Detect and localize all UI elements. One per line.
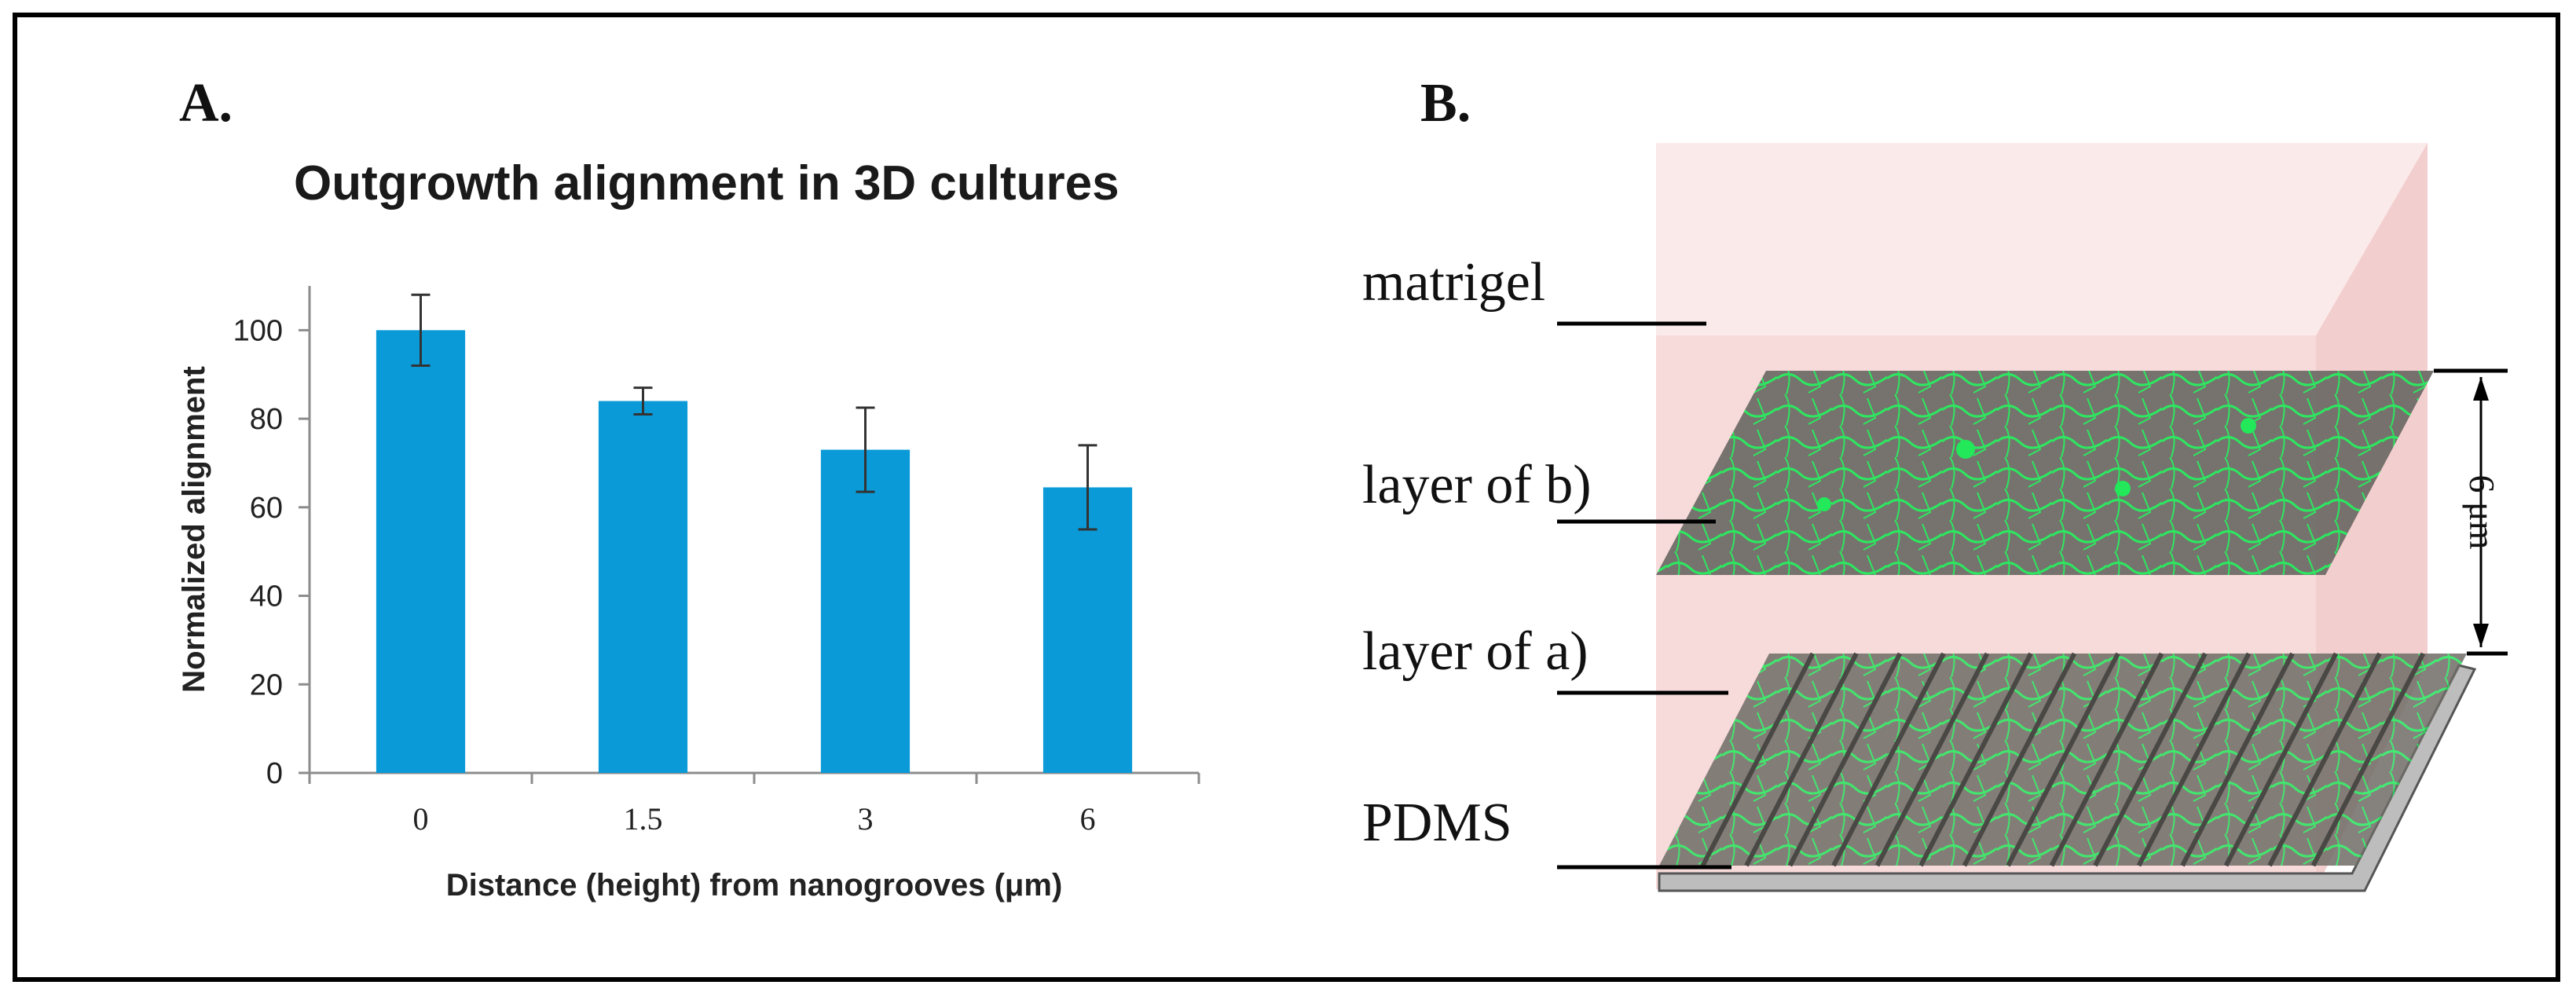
matrigel-top-face [1656,143,2428,335]
nanogrooves [1700,652,2426,867]
panel-b-letter: B. [1420,73,1471,134]
groove-line [1700,652,1816,867]
x-tick-label: 1.5 [624,801,663,837]
groove-line [2223,652,2339,867]
y-tick-label: 80 [250,403,283,436]
label-layer-b: layer of b) [1362,455,1592,515]
groove-line [2093,652,2208,867]
groove-line [2310,652,2426,867]
dimension-arrow-top [2473,377,2489,401]
label-layer-a: layer of a) [1362,621,1588,682]
bar-6 [1042,487,1133,773]
x-axis-title: Distance (height) from nanogrooves (μm) [446,868,1063,903]
groove-line [1787,652,1903,867]
groove-line [2180,652,2295,867]
dimension-label: 6 μm [2462,475,2502,550]
panel-a-letter: A. [179,73,233,134]
bar-1.5 [598,401,688,773]
groove-line [2049,652,2164,867]
groove-line [2267,652,2382,867]
neuron-cell-body [1817,497,1831,511]
groove-line [1744,652,1859,867]
label-pdms: PDMS [1362,793,1512,853]
x-tick-label: 6 [1080,801,1096,837]
y-tick-label: 60 [250,492,283,525]
y-axis-title: Normalized alignment [177,366,211,693]
layer-b-surface [1656,371,2434,575]
groove-line [1962,652,2077,867]
bar-3 [820,449,911,773]
label-matrigel: matrigel [1362,252,1545,313]
y-tick-label: 20 [250,668,283,701]
neuron-cell-body [1956,440,1975,459]
y-tick-label: 0 [266,757,283,790]
figure: A. B. Outgrowth alignment in 3D cultures… [13,13,2560,982]
neuron-cell-body [2115,481,2131,496]
groove-line [1874,652,1990,867]
y-tick-label: 100 [233,314,283,347]
groove-line [2136,652,2252,867]
x-tick-label: 3 [858,801,874,837]
x-tick-label: 0 [413,801,429,837]
bar-0 [376,330,466,773]
pdms-substrate [1658,664,2477,892]
neuron-cell-body [2241,418,2256,434]
y-tick-label: 40 [250,580,283,613]
groove-line [1918,652,2033,867]
groove-line [2006,652,2120,867]
groove-line [1831,652,1946,867]
chart-title: Outgrowth alignment in 3D cultures [294,156,1119,211]
dimension-arrow-bottom [2473,624,2489,647]
panel-b-diagram: 6 μm matrigel layer of b) layer of a) PD… [1362,143,2508,892]
